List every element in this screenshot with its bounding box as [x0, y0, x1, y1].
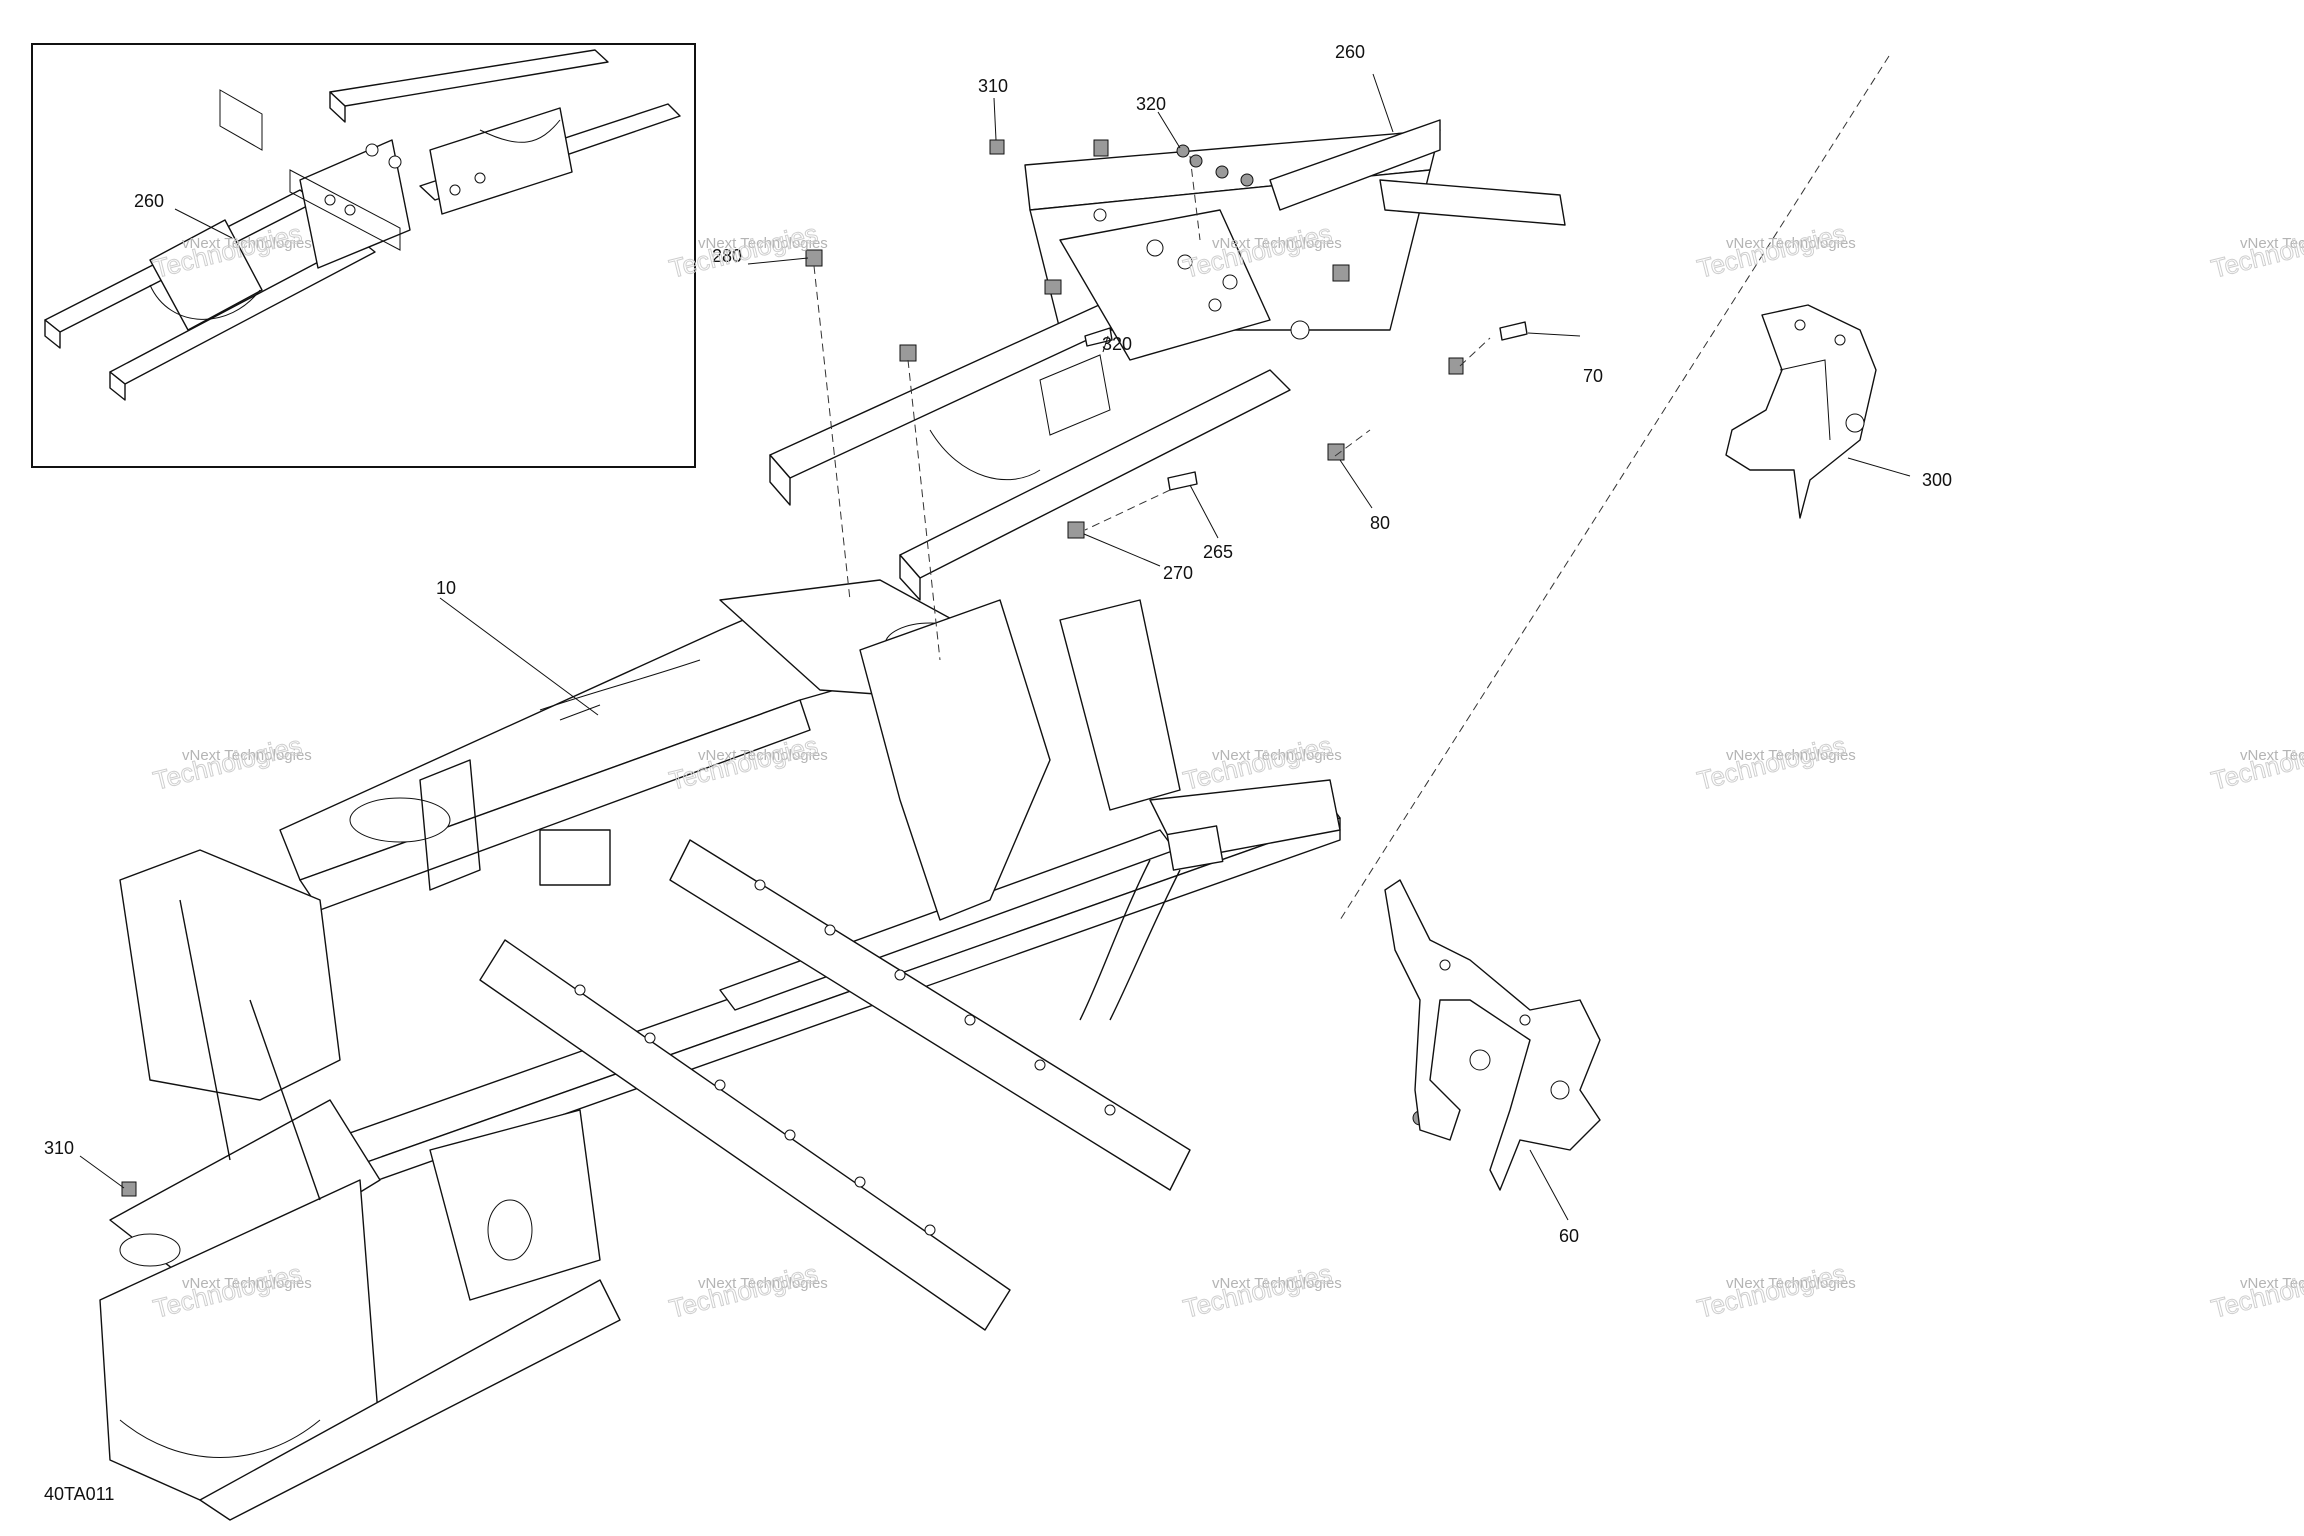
nut-320-d — [1215, 165, 1229, 179]
callout-320-mid: 320 — [1102, 334, 1132, 354]
leader-10 — [439, 597, 599, 716]
callout-300: 300 — [1922, 470, 1952, 490]
watermark-12b: Technologies — [666, 1258, 821, 1324]
leader-310-top — [993, 97, 997, 141]
nut-70 — [1448, 357, 1464, 375]
watermark-4b: Technologies — [1694, 218, 1849, 284]
bolt-320 — [1084, 327, 1113, 347]
watermark-14a: vNext Technologies — [1726, 1275, 1856, 1292]
nut-320-e — [1240, 173, 1254, 187]
watermark-9a: vNext Technologies — [1726, 747, 1856, 764]
callout-70: 70 — [1583, 366, 1603, 386]
watermark-6b: Technologies — [150, 730, 305, 796]
callout-310-bottom: 310 — [44, 1138, 74, 1158]
watermark-13a: vNext Technologies — [1212, 1275, 1342, 1292]
leader-60 — [1529, 1149, 1569, 1221]
nut-right — [1332, 264, 1350, 282]
watermark-14b: Technologies — [1694, 1258, 1849, 1324]
bracket-300-drawing — [1725, 304, 1877, 519]
leader-270 — [1083, 533, 1161, 567]
leader-280 — [747, 257, 809, 265]
watermark-8a: vNext Technologies — [1212, 747, 1342, 764]
leader-260 — [1372, 73, 1394, 133]
watermark-12a: vNext Technologies — [698, 1275, 828, 1292]
assembly-lines — [813, 55, 1890, 921]
leader-260-inset — [174, 208, 233, 239]
main-frame-drawing — [99, 579, 1341, 1521]
figure-code: 40TA011 — [44, 1484, 114, 1504]
inset-frame-view: 260 — [31, 43, 696, 468]
watermark-15a: vNext Technologies — [2240, 1275, 2304, 1292]
watermark-15b: Technologies — [2208, 1258, 2304, 1324]
nut-left — [1044, 279, 1062, 295]
watermark-3a: vNext Technologies — [1212, 235, 1342, 252]
watermark-9b: Technologies — [1694, 730, 1849, 796]
watermark-10b: Technologies — [2208, 730, 2304, 796]
leader-320-mid — [1102, 335, 1109, 353]
callout-270: 270 — [1163, 563, 1193, 583]
watermark-10a: vNext Technologies — [2240, 747, 2304, 764]
callout-310-top: 310 — [978, 76, 1008, 96]
callout-320-top: 320 — [1136, 94, 1166, 114]
nut-280 — [805, 249, 823, 267]
watermark-13b: Technologies — [1180, 1258, 1335, 1324]
callout-260-inset: 260 — [134, 191, 164, 211]
bolt-70 — [1499, 321, 1528, 341]
nut-320-a — [1093, 139, 1109, 157]
bracket-60-drawing — [1384, 879, 1601, 1191]
leader-80 — [1339, 459, 1373, 509]
nut-270 — [1067, 521, 1085, 539]
leader-265 — [1189, 484, 1219, 539]
fasteners — [121, 139, 1528, 1197]
watermark-2a: vNext Technologies — [698, 235, 828, 252]
callout-260: 260 — [1335, 42, 1365, 62]
nut-310-top — [989, 139, 1005, 155]
crossmember-holes — [574, 879, 1116, 1236]
watermark-11a: vNext Technologies — [182, 1275, 312, 1292]
watermark-4a: vNext Technologies — [1726, 235, 1856, 252]
nut-mid — [899, 344, 917, 362]
watermark-1a: vNext Technologies — [182, 235, 312, 252]
nut-310-bottom — [121, 1181, 137, 1197]
leader-70 — [1527, 332, 1581, 337]
rear-frame-drawing — [769, 119, 1566, 601]
callout-60: 60 — [1559, 1226, 1579, 1246]
leader-320-top — [1157, 111, 1181, 149]
callout-10: 10 — [436, 578, 456, 598]
watermark-6a: vNext Technologies — [182, 747, 312, 764]
callout-80: 80 — [1370, 513, 1390, 533]
callout-280: 280 — [712, 246, 742, 266]
callout-265: 265 — [1203, 542, 1233, 562]
watermark-5b: Technologies — [2208, 218, 2304, 284]
watermark-7a: vNext Technologies — [698, 747, 828, 764]
nut-320-c — [1189, 154, 1203, 168]
bolt-265 — [1167, 471, 1198, 491]
leader-300 — [1847, 457, 1911, 477]
leader-310-bottom — [79, 1155, 125, 1189]
nut-80 — [1327, 443, 1345, 461]
watermark-5a: vNext Technologies — [2240, 235, 2304, 252]
inset-rear-frame-drawing — [44, 49, 681, 401]
